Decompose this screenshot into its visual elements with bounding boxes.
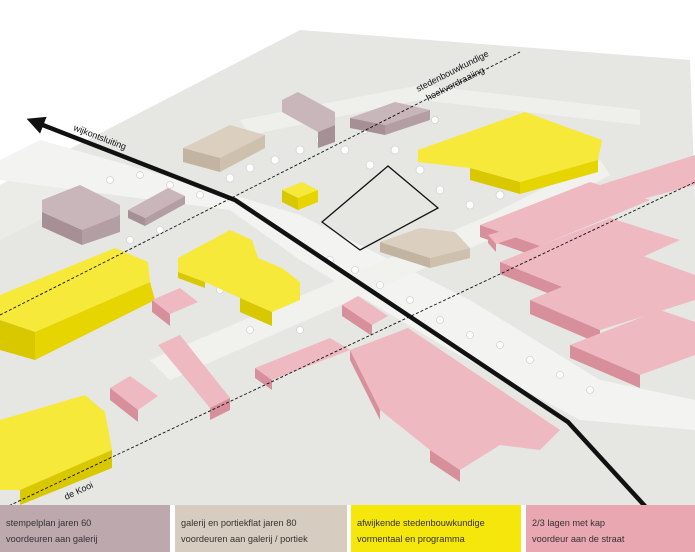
legend-item-description: voordeuren aan galerij — [6, 534, 98, 544]
tree — [136, 171, 144, 179]
tree — [526, 356, 534, 364]
legend-item-description: voordeuren aan galerij / portiek — [181, 534, 308, 544]
legend-item-title: 2/3 lagen met kap — [532, 518, 606, 528]
tree — [196, 191, 204, 199]
legend: stempelplan jaren 60 voordeuren aan gale… — [0, 505, 695, 552]
tree — [365, 160, 375, 170]
tree — [376, 281, 384, 289]
legend-item-title: afwijkende stedenbouwkundige — [357, 518, 485, 528]
tree — [351, 266, 359, 274]
tree — [406, 296, 414, 304]
legend-item-afwijkend: afwijkende stedenbouwkundige vormentaal … — [351, 505, 521, 552]
tree — [106, 176, 114, 184]
tree — [435, 185, 445, 195]
legend-item-description: vormentaal en programma — [357, 534, 465, 544]
tree — [586, 386, 594, 394]
legend-item-lagen-met-kap: 2/3 lagen met kap voordeur aan de straat — [526, 505, 695, 552]
tree — [466, 331, 474, 339]
tree — [340, 145, 350, 155]
tree — [245, 163, 255, 173]
tree — [390, 145, 400, 155]
building-yellow-left-front — [0, 320, 35, 360]
tree — [495, 190, 505, 200]
legend-item-stempelplan: stempelplan jaren 60 voordeuren aan gale… — [0, 505, 170, 552]
tree — [270, 155, 280, 165]
tree — [295, 145, 305, 155]
tree — [436, 316, 444, 324]
tree — [225, 173, 235, 183]
tree — [496, 341, 504, 349]
tree — [415, 165, 425, 175]
legend-item-title: galerij en portiekflat jaren 80 — [181, 518, 297, 528]
legend-item-title: stempelplan jaren 60 — [6, 518, 92, 528]
tree — [465, 200, 475, 210]
legend-item-description: voordeur aan de straat — [532, 534, 625, 544]
tree — [431, 116, 439, 124]
tree — [126, 236, 134, 244]
tree — [246, 326, 254, 334]
tree — [556, 371, 564, 379]
tree — [296, 326, 304, 334]
tree — [166, 181, 174, 189]
route-arrow — [26, 116, 672, 535]
legend-item-portiekflat: galerij en portiekflat jaren 80 voordeur… — [175, 505, 347, 552]
